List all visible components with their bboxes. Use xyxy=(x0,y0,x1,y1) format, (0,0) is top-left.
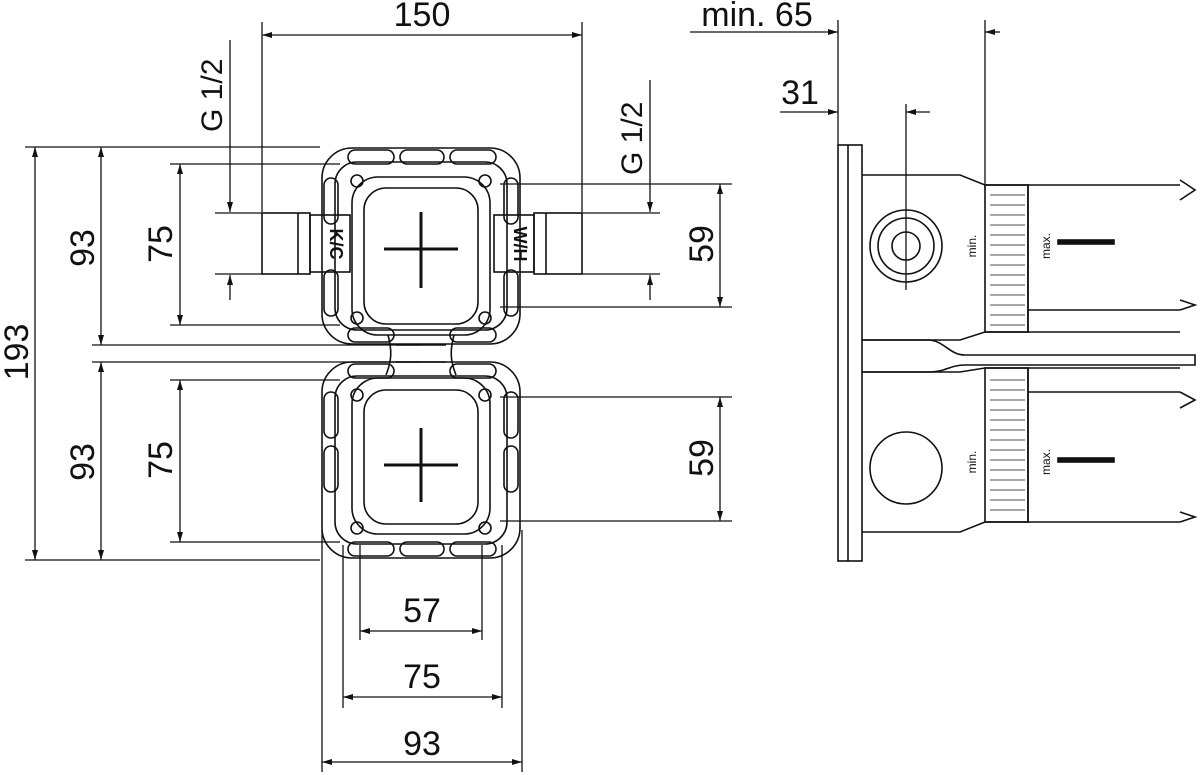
dim-150: 150 xyxy=(394,0,451,34)
dim-75-upper: 75 xyxy=(142,225,180,263)
side-view xyxy=(690,20,1195,561)
dim-93-bottom: 93 xyxy=(403,725,441,763)
cold-connector xyxy=(262,213,310,274)
dim-59-upper: 59 xyxy=(683,225,721,263)
label-max-lower: max. xyxy=(1039,449,1053,475)
dim-93-lower: 93 xyxy=(64,443,102,481)
dim-75-lower: 75 xyxy=(142,441,180,479)
dim-93-upper: 93 xyxy=(64,229,102,267)
hot-connector xyxy=(534,213,582,274)
front-view xyxy=(262,148,582,558)
dim-thread-left: G 1/2 xyxy=(196,59,229,132)
dimension-texts: 150 G 1/2 G 1/2 193 93 93 75 75 59 59 57… xyxy=(0,0,1053,763)
label-hot: W/H xyxy=(510,227,530,262)
dim-59-lower: 59 xyxy=(683,439,721,477)
upper-thread xyxy=(985,185,1028,332)
dim-193: 193 xyxy=(0,324,36,381)
dim-31: 31 xyxy=(781,74,819,112)
dim-thread-right: G 1/2 xyxy=(616,102,649,175)
label-cold: K/C xyxy=(326,229,346,260)
label-min-lower: min. xyxy=(965,451,979,474)
lower-valve-knob xyxy=(870,432,942,504)
label-min-upper: min. xyxy=(965,235,979,258)
dim-min-65: min. 65 xyxy=(701,0,813,34)
dim-57: 57 xyxy=(403,592,441,630)
dim-75-bottom: 75 xyxy=(403,658,441,696)
lower-thread xyxy=(985,368,1028,522)
mounting-plate xyxy=(838,145,862,561)
label-max-upper: max. xyxy=(1039,233,1053,259)
